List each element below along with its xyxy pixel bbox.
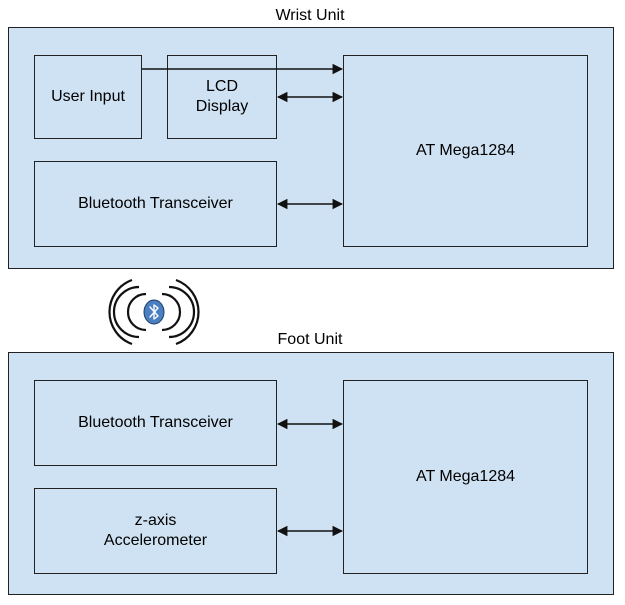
wrist-lcd-display-label: LCD Display [195, 78, 249, 115]
wrist-mcu-label: AT Mega1284 [415, 142, 516, 159]
wrist-mcu-block: AT Mega1284 [343, 55, 588, 247]
foot-bluetooth-transceiver-label: Bluetooth Transceiver [78, 414, 233, 431]
wrist-user-input-label: User Input [51, 88, 125, 105]
foot-unit-title: Foot Unit [277, 331, 343, 348]
foot-mcu-label: AT Mega1284 [415, 468, 516, 485]
wrist-user-input-block: User Input [34, 55, 142, 139]
wrist-bluetooth-transceiver-block: Bluetooth Transceiver [34, 161, 277, 247]
foot-accelerometer-label: z-axis Accelerometer [103, 512, 208, 549]
wrist-bluetooth-transceiver-label: Bluetooth Transceiver [78, 195, 233, 212]
foot-accelerometer-block: z-axis Accelerometer [34, 488, 277, 574]
wrist-unit-title: Wrist Unit [275, 7, 345, 24]
foot-bluetooth-transceiver-block: Bluetooth Transceiver [34, 380, 277, 466]
bluetooth-signal-icon [108, 278, 200, 346]
foot-mcu-block: AT Mega1284 [343, 380, 588, 574]
